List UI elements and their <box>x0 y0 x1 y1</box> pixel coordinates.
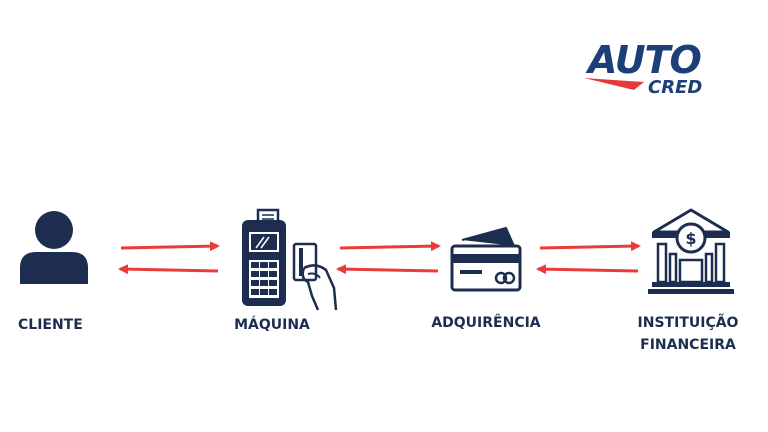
credit-card-icon <box>450 226 522 292</box>
node-label-cliente: CLIENTE <box>18 317 83 333</box>
bank-icon: $ <box>648 208 734 294</box>
node-label-adquirencia: ADQUIRÊNCIA <box>431 315 541 331</box>
node-label-instituicao: INSTITUIÇÃO FINANCEIRA <box>622 312 754 356</box>
node-label-line-2: FINANCEIRA <box>640 337 736 353</box>
arrow-left <box>336 264 439 275</box>
arrow-right <box>539 241 641 252</box>
arrow-right <box>339 241 441 252</box>
logo-text-auto: AUTO <box>588 38 702 82</box>
autocred-logo: AUTO CRED <box>582 40 732 106</box>
logo-swoosh-icon <box>584 78 644 90</box>
arrow-left <box>536 264 639 275</box>
logo-text-cred: CRED <box>648 77 703 98</box>
node-label-maquina: MÁQUINA <box>234 317 310 333</box>
node-label-line-1: INSTITUIÇÃO <box>637 315 739 331</box>
arrow-right <box>120 241 220 252</box>
arrow-pair-cliente-maquina <box>118 241 220 275</box>
svg-text:$: $ <box>685 229 696 248</box>
user-icon <box>20 211 88 284</box>
arrow-left <box>118 264 219 275</box>
arrow-pair-maquina-adquirencia <box>336 241 441 275</box>
arrow-pair-adquirencia-instituicao <box>536 241 641 275</box>
card-machine-icon <box>242 208 338 311</box>
